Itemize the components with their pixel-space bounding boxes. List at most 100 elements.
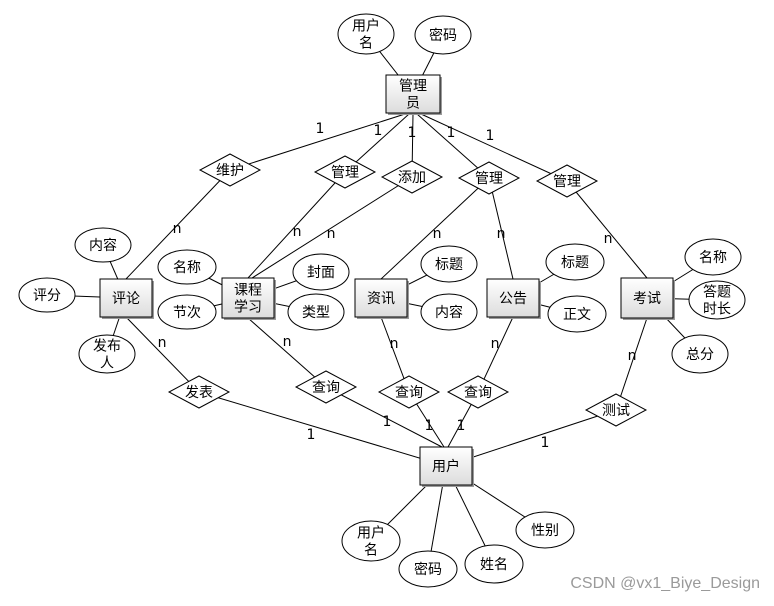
relationship-test: 测试 xyxy=(584,393,648,427)
relationship-maintain: 维护 xyxy=(198,153,262,187)
attribute-course-cover: 封面 xyxy=(292,253,350,291)
attribute-ellipse xyxy=(464,544,524,584)
cardinality-label: n xyxy=(628,348,637,364)
attribute-label-line-2: 人 xyxy=(100,356,114,372)
attribute-label: 名称 xyxy=(699,250,727,266)
relationship-diamond xyxy=(294,370,358,404)
relationship-manage-exam: 管理 xyxy=(535,164,599,198)
relationship-label: 维护 xyxy=(216,163,244,179)
attribute-ellipse xyxy=(341,520,401,562)
relationship-label: 测试 xyxy=(602,403,630,419)
attribute-ellipse xyxy=(420,293,478,331)
relationship-edge xyxy=(488,177,514,280)
attribute-label-line-1: 用户 xyxy=(357,525,385,542)
attribute-exam-name: 名称 xyxy=(684,238,742,276)
attribute-label: 封面 xyxy=(307,265,335,281)
attribute-ellipse xyxy=(292,253,350,291)
relationship-diamond xyxy=(457,161,521,195)
cardinality-label: n xyxy=(390,336,399,352)
cardinality-label: n xyxy=(283,334,292,350)
attribute-label: 名称 xyxy=(173,260,201,276)
attribute-ellipse xyxy=(420,245,478,283)
attribute-ellipse xyxy=(157,249,217,285)
relationship-edge xyxy=(420,113,568,182)
entity-box xyxy=(385,74,441,114)
relationship-label: 查询 xyxy=(395,385,423,401)
relationship-label: 发表 xyxy=(185,385,213,401)
attribute-label: 评分 xyxy=(33,288,61,304)
cardinality-label: n xyxy=(293,224,302,240)
cardinality-label: n xyxy=(497,226,506,242)
entity-label-line-2: 员 xyxy=(406,96,420,112)
entity-label-line-1: 课程 xyxy=(234,283,262,299)
relationship-diamond xyxy=(313,155,377,189)
attribute-ellipse xyxy=(157,294,217,330)
attribute-label: 类型 xyxy=(302,305,330,321)
entity-user: 用户 xyxy=(419,446,474,487)
attribute-label: 密码 xyxy=(414,561,442,578)
entity-notice: 公告 xyxy=(486,278,541,319)
attribute-notice-body: 正文 xyxy=(547,295,607,333)
cardinality-label: n xyxy=(173,221,182,237)
entity-news: 资讯 xyxy=(354,278,409,319)
attribute-label-line-2: 名 xyxy=(364,543,378,559)
relationship-query-news: 查询 xyxy=(377,375,441,409)
attribute-ellipse xyxy=(78,334,136,374)
relationship-edge xyxy=(198,391,447,467)
attribute-ellipse xyxy=(688,280,746,320)
attribute-user-password: 密码 xyxy=(398,550,458,588)
relationship-label: 管理 xyxy=(475,171,503,187)
cardinality-label: n xyxy=(491,336,500,352)
cardinality-label: 1 xyxy=(447,125,456,141)
attribute-label: 正文 xyxy=(563,307,591,323)
relationship-label: 管理 xyxy=(553,174,581,190)
cardinality-label: 1 xyxy=(374,123,383,139)
entity-label-line-1: 管理 xyxy=(399,79,427,95)
entity-box xyxy=(620,277,674,319)
relationship-edge xyxy=(229,113,406,171)
relationship-edge xyxy=(251,176,413,279)
cardinality-label: n xyxy=(327,226,336,242)
cardinality-label: 1 xyxy=(457,418,466,434)
entity-exam: 考试 xyxy=(620,277,675,320)
relationship-label: 管理 xyxy=(331,165,359,181)
attribute-label-line-1: 答题 xyxy=(703,284,731,301)
attribute-label: 总分 xyxy=(686,347,714,363)
relationship-edge xyxy=(445,409,617,467)
attribute-ellipse xyxy=(414,15,472,55)
attribute-user-username: 用户名 xyxy=(341,520,401,562)
attribute-label: 内容 xyxy=(435,304,463,321)
attribute-label: 标题 xyxy=(561,255,589,271)
relationship-manage-course: 管理 xyxy=(313,155,377,189)
watermark: CSDN @vx1_Biye_Design xyxy=(570,575,760,592)
cardinality-label: 1 xyxy=(408,125,417,141)
attribute-news-title: 标题 xyxy=(420,245,478,283)
attribute-ellipse xyxy=(398,550,458,588)
relationship-edge xyxy=(615,317,648,411)
attribute-label: 姓名 xyxy=(480,557,508,573)
entity-comment: 评论 xyxy=(99,278,154,319)
attribute-label: 内容 xyxy=(89,237,117,254)
relationship-query-notice: 查询 xyxy=(446,375,510,409)
relationship-label: 查询 xyxy=(312,380,340,396)
attribute-label: 密码 xyxy=(429,27,457,44)
cardinality-label: n xyxy=(433,226,442,242)
attribute-label-line-2: 时长 xyxy=(703,302,731,318)
entity-box xyxy=(99,278,153,318)
entity-box xyxy=(221,277,275,319)
relationship-diamond xyxy=(167,375,231,409)
attribute-comment-publisher: 发布人 xyxy=(78,334,136,374)
relationship-diamond xyxy=(535,164,599,198)
relationship-edge xyxy=(325,386,443,448)
entity-label: 用户 xyxy=(432,458,460,475)
cardinality-label: 1 xyxy=(316,121,325,137)
relationship-diamond xyxy=(446,375,510,409)
attribute-ellipse xyxy=(287,293,345,331)
attribute-notice-title: 标题 xyxy=(545,243,605,281)
relationship-diamond xyxy=(380,160,444,194)
attribute-label: 性别 xyxy=(531,523,559,539)
cardinality-label: 1 xyxy=(486,128,495,144)
entity-label-line-2: 学习 xyxy=(234,300,262,316)
